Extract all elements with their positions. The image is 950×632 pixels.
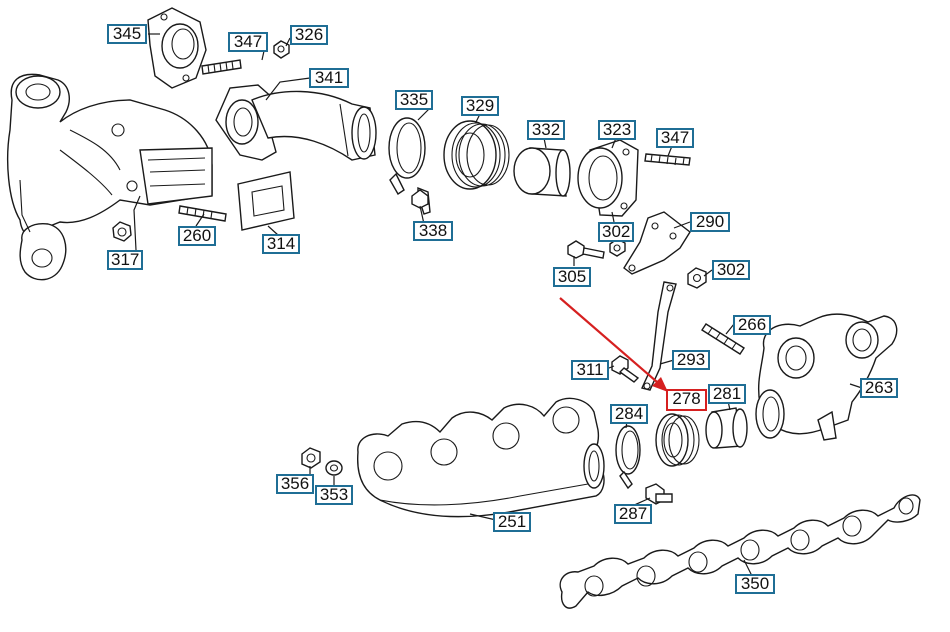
callout-281[interactable]: 281 <box>708 384 746 404</box>
elbow-263-drawing <box>755 313 898 441</box>
callout-323[interactable]: 323 <box>598 120 636 140</box>
ring-281-drawing <box>705 407 748 449</box>
callout-341[interactable]: 341 <box>309 68 349 88</box>
callout-287[interactable]: 287 <box>614 504 652 524</box>
manifold-251-drawing <box>357 397 605 518</box>
bellows-329-drawing <box>443 120 510 190</box>
flange-323-drawing <box>577 139 691 217</box>
highlight-arrow <box>559 297 668 392</box>
washer-353-drawing <box>325 460 343 476</box>
strut-293-drawing <box>611 281 677 391</box>
callout-290[interactable]: 290 <box>690 212 730 232</box>
callout-278-highlighted[interactable]: 278 <box>666 389 707 411</box>
callout-263[interactable]: 263 <box>860 378 898 398</box>
turbocharger-drawing <box>6 73 213 281</box>
callout-338[interactable]: 338 <box>413 221 453 241</box>
clamp-284-drawing <box>615 425 673 505</box>
callout-347-right[interactable]: 347 <box>656 128 694 148</box>
callout-284[interactable]: 284 <box>610 404 648 424</box>
gasket-350-drawing <box>559 494 921 609</box>
callout-314[interactable]: 314 <box>262 234 300 254</box>
callout-305[interactable]: 305 <box>553 267 591 287</box>
callout-347-top[interactable]: 347 <box>228 32 268 52</box>
gasket-314-drawing <box>112 171 295 242</box>
callout-335[interactable]: 335 <box>395 90 433 110</box>
callout-356[interactable]: 356 <box>276 474 314 494</box>
stud-266-drawing <box>701 323 745 355</box>
callout-326[interactable]: 326 <box>290 25 328 45</box>
bellows-278-drawing <box>655 413 700 467</box>
callout-345[interactable]: 345 <box>107 24 147 44</box>
callout-293[interactable]: 293 <box>672 350 710 370</box>
bracket-290-drawing <box>411 189 707 289</box>
callout-353[interactable]: 353 <box>315 485 353 505</box>
pipe-341-drawing <box>215 84 377 161</box>
sleeve-332-drawing <box>513 147 571 197</box>
flange-345-drawing <box>147 7 290 89</box>
callout-317[interactable]: 317 <box>107 250 143 270</box>
callout-260[interactable]: 260 <box>178 226 216 246</box>
callout-332[interactable]: 332 <box>527 120 565 140</box>
callout-266[interactable]: 266 <box>733 315 771 335</box>
callout-350[interactable]: 350 <box>735 574 775 594</box>
callout-311[interactable]: 311 <box>571 360 609 380</box>
callout-302-lower[interactable]: 302 <box>712 260 750 280</box>
callout-302-upper[interactable]: 302 <box>598 222 634 242</box>
callout-329[interactable]: 329 <box>461 96 499 116</box>
callout-251[interactable]: 251 <box>493 512 531 532</box>
nut-356-drawing <box>301 447 321 469</box>
